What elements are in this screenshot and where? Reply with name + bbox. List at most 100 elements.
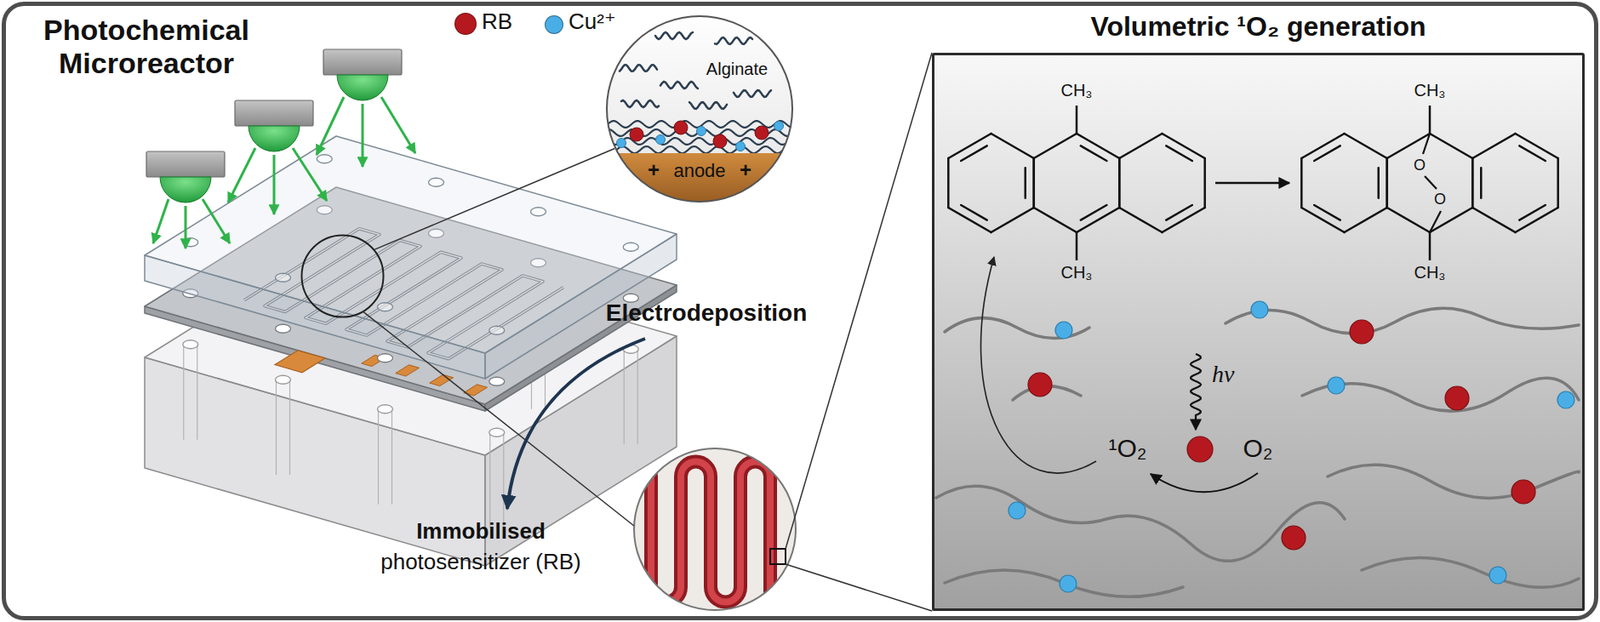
double-bond bbox=[1377, 167, 1380, 198]
led-dome bbox=[248, 125, 300, 152]
bond bbox=[1514, 133, 1558, 159]
polymer-chain bbox=[936, 485, 1345, 561]
fluid-port-line bbox=[377, 409, 379, 505]
polarity-sign: + bbox=[739, 158, 752, 183]
methyl-bond bbox=[1075, 105, 1079, 134]
peroxide-bond bbox=[1424, 176, 1437, 189]
cu-dot bbox=[1557, 391, 1575, 409]
fluid-port bbox=[275, 375, 292, 384]
methyl-label: CH₃ bbox=[1413, 262, 1446, 283]
cu-dot bbox=[1327, 377, 1345, 395]
double-bond bbox=[1314, 145, 1341, 161]
fluid-port bbox=[489, 428, 505, 437]
cu-dot bbox=[736, 142, 746, 152]
fluid-port-line bbox=[196, 344, 198, 440]
light-ray bbox=[316, 97, 344, 155]
light-ray bbox=[361, 103, 365, 167]
inset-label: Alginate bbox=[706, 59, 768, 80]
leader-line bbox=[363, 311, 635, 526]
bond bbox=[1034, 133, 1077, 159]
methyl-bond bbox=[1075, 232, 1079, 261]
alginate-chain bbox=[733, 90, 772, 98]
plate-hole bbox=[275, 324, 292, 333]
bond bbox=[1076, 133, 1120, 159]
legend-label: RB bbox=[481, 9, 513, 35]
bond bbox=[991, 207, 1035, 233]
bond bbox=[1118, 158, 1121, 208]
inset-ground bbox=[595, 8, 809, 213]
panel-heading: Volumetric ¹O₂ generation bbox=[934, 11, 1583, 43]
double-bond bbox=[1480, 167, 1483, 198]
double-bond bbox=[1165, 145, 1193, 161]
double-bond bbox=[1165, 205, 1193, 221]
methyl-label: CH₃ bbox=[1413, 80, 1446, 101]
bond bbox=[1161, 207, 1205, 233]
rb-dot bbox=[1349, 320, 1374, 344]
bond bbox=[1471, 158, 1475, 208]
fluid-port bbox=[377, 405, 394, 414]
bond bbox=[1472, 133, 1515, 159]
cu-dot bbox=[1059, 575, 1077, 593]
bond bbox=[1300, 158, 1303, 208]
bond bbox=[948, 207, 991, 233]
cu-dot bbox=[1055, 321, 1073, 339]
polymer-chain bbox=[1225, 308, 1579, 334]
excited-rb-dot bbox=[1187, 436, 1213, 463]
rb-dot bbox=[629, 127, 644, 142]
bond bbox=[1514, 207, 1558, 233]
window-hole bbox=[316, 154, 332, 164]
plate-hole bbox=[489, 377, 505, 386]
window-plate-top bbox=[144, 136, 677, 354]
light-ray bbox=[228, 148, 256, 203]
led-housing bbox=[234, 100, 314, 126]
plate-hole bbox=[377, 354, 394, 363]
cu-dot bbox=[1008, 502, 1026, 520]
bond bbox=[1161, 133, 1205, 159]
alginate-chain bbox=[714, 37, 753, 45]
diffusion-arrow bbox=[980, 257, 1097, 474]
bond bbox=[1119, 133, 1162, 159]
result-label: Immobilised bbox=[416, 519, 546, 545]
cu-dot bbox=[697, 126, 707, 137]
window-hole bbox=[377, 302, 394, 312]
rb-dot bbox=[1445, 386, 1469, 411]
polarity-sign: + bbox=[647, 158, 660, 183]
magnifier-circle bbox=[302, 235, 384, 318]
electrode-tab bbox=[274, 350, 326, 373]
conversion-arrow bbox=[1150, 473, 1258, 492]
rb-dot bbox=[713, 134, 727, 149]
polymer-chain bbox=[944, 570, 1183, 597]
bond bbox=[1344, 133, 1388, 159]
bond bbox=[1344, 207, 1388, 233]
reaction-arrow bbox=[1215, 182, 1290, 185]
alginate-chain bbox=[655, 32, 693, 40]
bond bbox=[1301, 133, 1344, 159]
light-ray bbox=[273, 154, 276, 215]
panel-box: Volumetric ¹O₂ generation bbox=[931, 52, 1585, 612]
bond bbox=[1119, 207, 1162, 233]
bond bbox=[1118, 158, 1121, 208]
bond bbox=[1386, 158, 1389, 208]
oxygen-label: O₂ bbox=[1243, 434, 1274, 464]
led-housing bbox=[323, 49, 402, 75]
alginate-chain bbox=[619, 64, 658, 71]
deposited-chain bbox=[595, 146, 809, 154]
cu-dot bbox=[1251, 301, 1269, 319]
bond bbox=[1471, 158, 1475, 208]
fluid-port-line bbox=[489, 432, 491, 528]
bond bbox=[1203, 158, 1206, 208]
result-sublabel: photosensitizer (RB) bbox=[380, 549, 582, 576]
process-label: Electrodeposition bbox=[605, 299, 807, 327]
double-bond bbox=[1519, 145, 1546, 161]
bond bbox=[1033, 158, 1036, 208]
bond bbox=[1429, 207, 1473, 233]
bond bbox=[991, 133, 1035, 159]
legend-swatch bbox=[544, 15, 564, 35]
fluid-port-line bbox=[289, 379, 291, 475]
alginate-chain bbox=[689, 102, 727, 109]
oxygen-atom-label: O bbox=[1434, 190, 1446, 209]
red-channel-core bbox=[621, 462, 771, 622]
alginate-chain bbox=[660, 81, 698, 89]
fluid-port-line bbox=[623, 348, 625, 445]
